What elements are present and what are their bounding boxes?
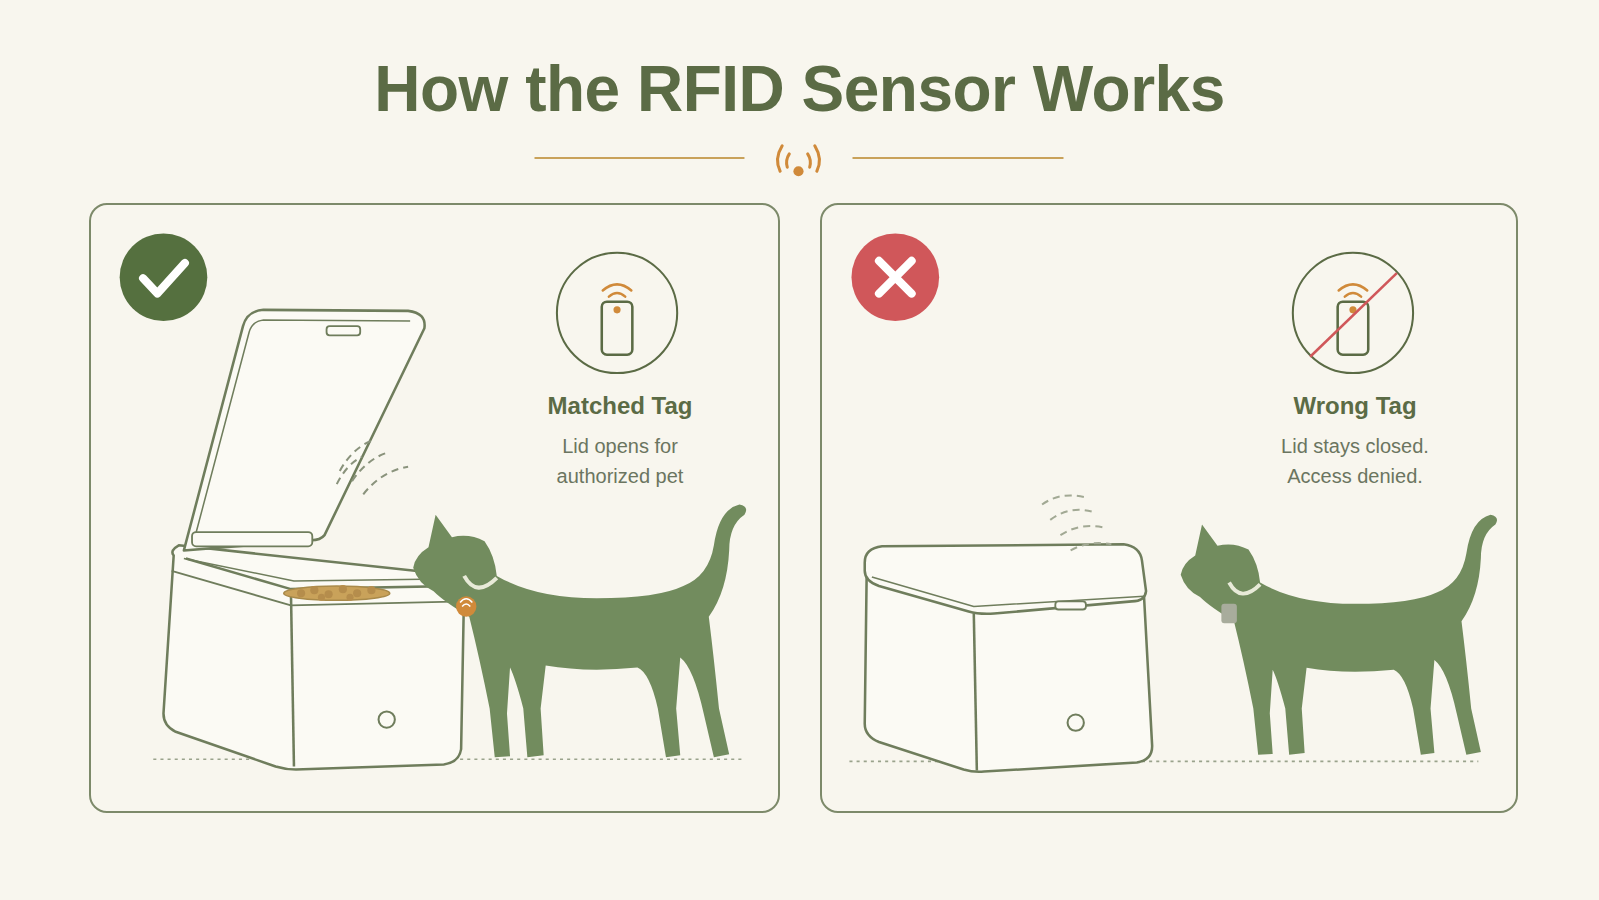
cross-badge	[851, 233, 939, 321]
panel-description: Lid opens for authorized pet	[525, 431, 715, 491]
scenario-panel: Matched TagLid opens for authorized pet	[89, 203, 780, 813]
panel-text: Wrong TagLid stays closed. Access denied…	[1205, 391, 1505, 491]
panel-description: Lid stays closed. Access denied.	[1260, 431, 1450, 491]
panel-heading: Wrong Tag	[1205, 391, 1505, 421]
feeder-closed	[865, 544, 1152, 772]
signal-waves	[1042, 495, 1111, 550]
panel-heading: Matched Tag	[470, 391, 770, 421]
signal-waves	[337, 440, 408, 494]
panel-text: Matched TagLid opens for authorized pet	[470, 391, 770, 491]
title-divider	[534, 146, 1063, 177]
tag-icon-crossed	[1293, 253, 1413, 373]
feeder-open	[163, 310, 464, 770]
scenario-panel: Wrong TagLid stays closed. Access denied…	[820, 203, 1518, 813]
tag-icon	[557, 253, 677, 373]
cat-silhouette	[1181, 515, 1497, 755]
check-badge	[120, 233, 208, 321]
cat-silhouette	[413, 505, 746, 758]
diagram-title: How the RFID Sensor Works	[0, 52, 1599, 126]
